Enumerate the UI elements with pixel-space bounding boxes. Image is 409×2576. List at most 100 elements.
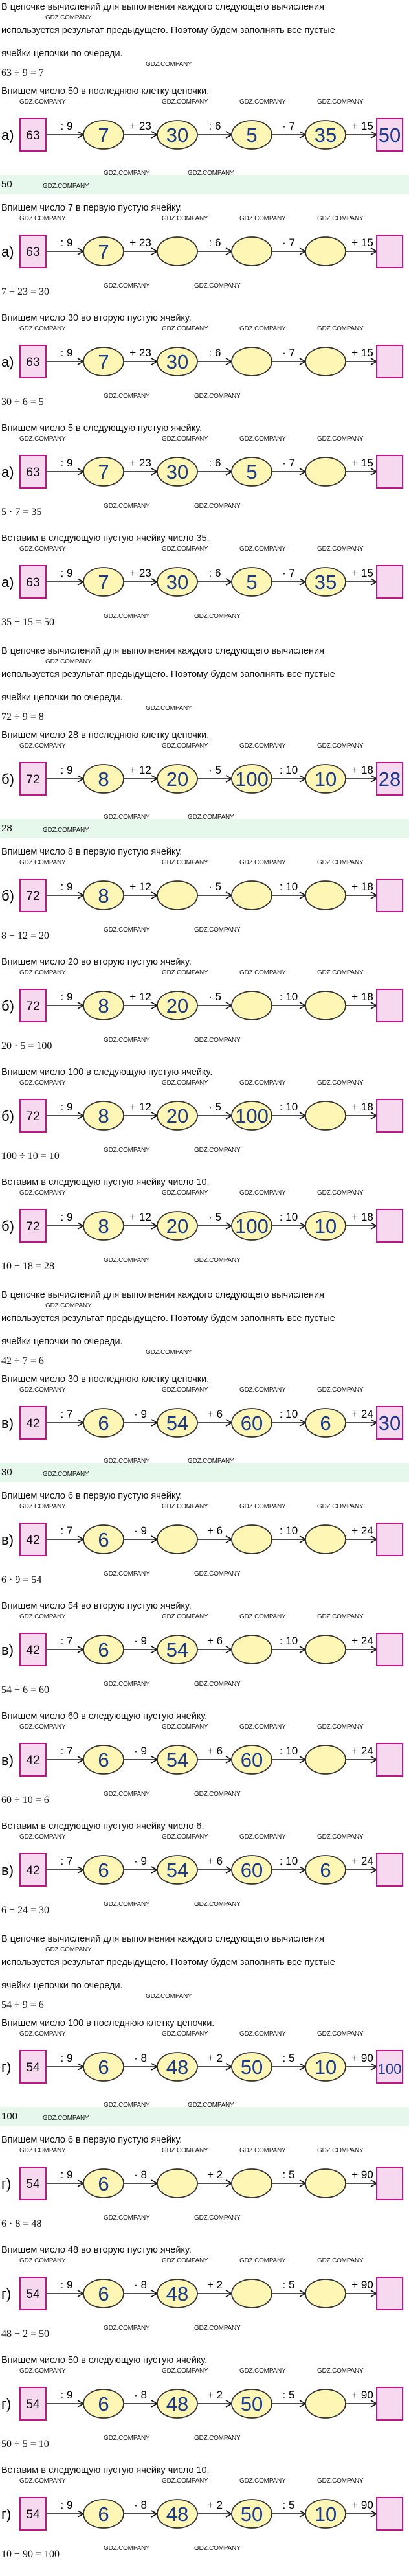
oval-value: 5 — [246, 571, 257, 593]
equation: 48 + 2 = 50 — [1, 2329, 50, 2340]
watermark: GDZ.COMPANY — [317, 98, 364, 106]
result-box — [376, 989, 403, 1022]
operation-label: + 24 — [351, 1408, 373, 1420]
oval-value: 60 — [241, 1859, 263, 1881]
oval-value: 10 — [315, 2056, 337, 2078]
task-label: в) — [1, 1532, 14, 1548]
step-text: Впишем число 20 во вторую пустую ячейку. — [1, 957, 192, 967]
chain-oval — [157, 1524, 198, 1554]
operation-label: · 8 — [134, 2499, 147, 2511]
watermark: GDZ.COMPANY — [239, 1079, 286, 1087]
watermark: GDZ.COMPANY — [162, 2147, 208, 2154]
operation-label: : 9 — [61, 236, 73, 249]
chain-oval — [157, 2499, 198, 2529]
chain-oval — [83, 2052, 124, 2082]
chain-oval — [231, 2168, 272, 2198]
operation-label: : 9 — [61, 1211, 73, 1223]
step-text: Впишем число 5 в следующую пустую ячейку… — [1, 423, 203, 433]
start-number: 72 — [26, 1110, 39, 1123]
start-number: 42 — [26, 1644, 39, 1657]
oval-value: 6 — [98, 2056, 109, 2078]
watermark: GDZ.COMPANY — [104, 1257, 150, 1264]
intro-text-line: В цепочке вычислений для выполнения кажд… — [1, 1934, 324, 1944]
watermark: GDZ.COMPANY — [317, 859, 364, 866]
operation-label: : 10 — [280, 991, 298, 1003]
intro-text-line: используется результат предыдущего. Поэт… — [1, 1313, 335, 1324]
oval-value: 48 — [166, 2056, 188, 2078]
start-box — [19, 2387, 47, 2421]
chain-oval — [157, 2052, 198, 2082]
watermark: GDZ.COMPANY — [146, 1349, 192, 1356]
oval-value: 6 — [320, 1412, 331, 1434]
watermark: GDZ.COMPANY — [317, 2257, 364, 2264]
watermark: GDZ.COMPANY — [104, 2214, 150, 2222]
intro-text-line: используется результат предыдущего. Поэт… — [1, 1957, 335, 1968]
watermark: GDZ.COMPANY — [19, 98, 66, 106]
equation: 8 + 12 = 20 — [1, 930, 50, 941]
result-value: 28 — [379, 768, 401, 790]
start-number: 72 — [26, 890, 39, 903]
chain-oval — [305, 1211, 346, 1241]
intro-text-line: используется результат предыдущего. Поэт… — [1, 669, 335, 680]
operation-label: + 90 — [351, 2389, 373, 2401]
step-text: Впишем число 50 в последнюю клетку цепоч… — [1, 86, 210, 97]
result-box — [376, 879, 403, 912]
watermark: GDZ.COMPANY — [317, 1079, 364, 1087]
chain-oval — [305, 991, 346, 1020]
watermark: GDZ.COMPANY — [19, 325, 66, 332]
watermark: GDZ.COMPANY — [162, 1190, 208, 1197]
oval-value: 54 — [166, 1639, 188, 1661]
task-label: б) — [1, 1218, 14, 1234]
watermark: GDZ.COMPANY — [45, 1302, 92, 1309]
operation-label: : 10 — [280, 1745, 298, 1757]
equation: 5 · 7 = 35 — [1, 507, 42, 518]
oval-value: 50 — [241, 2393, 263, 2415]
start-number: 54 — [26, 2508, 40, 2522]
operation-label: + 90 — [351, 2052, 373, 2064]
watermark: GDZ.COMPANY — [162, 2030, 208, 2038]
step-text: Впишем число 28 в последнюю клетку цепоч… — [1, 730, 210, 741]
answer-band: 28 — [0, 819, 409, 838]
start-number: 72 — [26, 1000, 39, 1013]
oval-value: 35 — [315, 571, 337, 593]
watermark: GDZ.COMPANY — [162, 2367, 208, 2375]
chain-oval — [305, 1745, 346, 1775]
operation-label: + 15 — [351, 236, 373, 249]
oval-value: 35 — [315, 124, 337, 146]
oval-value: 10 — [315, 768, 337, 790]
watermark: GDZ.COMPANY — [317, 2367, 364, 2375]
watermark: GDZ.COMPANY — [239, 1834, 286, 1841]
step-text: Впишем число 8 в первую пустую ячейку. — [1, 847, 182, 857]
result-value: 100 — [378, 2061, 402, 2077]
operation-label: + 18 — [351, 1101, 373, 1113]
oval-value: 10 — [315, 2503, 337, 2525]
result-box — [376, 2277, 403, 2310]
intro-text-line: используется результат предыдущего. Поэт… — [1, 25, 335, 36]
answer-band: 30 — [0, 1463, 409, 1482]
chain-oval — [305, 236, 346, 266]
watermark: GDZ.COMPANY — [104, 1147, 150, 1154]
task-label: в) — [1, 1862, 14, 1878]
result-box — [376, 1633, 403, 1666]
chain-oval — [231, 1855, 272, 1885]
start-box — [19, 2497, 47, 2531]
oval-value: 60 — [241, 1412, 263, 1434]
operation-label: + 12 — [129, 764, 151, 776]
start-number: 63 — [26, 129, 39, 143]
task-label: г) — [1, 2506, 11, 2522]
watermark: GDZ.COMPANY — [104, 1681, 150, 1688]
operation-label: + 23 — [129, 236, 151, 249]
chain-oval — [305, 1855, 346, 1885]
start-box — [19, 1523, 47, 1556]
watermark: GDZ.COMPANY — [19, 2257, 66, 2264]
watermark: GDZ.COMPANY — [146, 705, 192, 712]
chain-oval — [83, 2168, 124, 2198]
equation: 6 · 9 = 54 — [1, 1574, 42, 1585]
oval-value: 100 — [235, 1215, 269, 1237]
operation-label: + 12 — [129, 1101, 151, 1113]
equation: 6 + 24 = 30 — [1, 1905, 50, 1916]
operation-label: : 10 — [280, 1855, 298, 1867]
